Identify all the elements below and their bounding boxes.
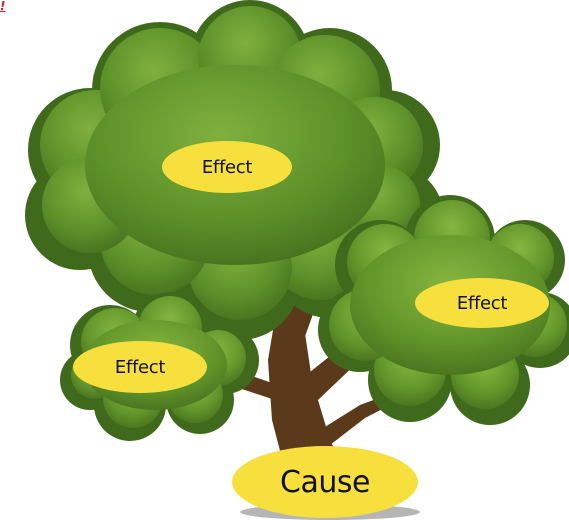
cause-label: Cause	[232, 446, 418, 518]
effect-label-top: Effect	[162, 141, 292, 193]
canopy-top	[25, 0, 443, 340]
effect-label-right: Effect	[415, 278, 549, 328]
canopy-right	[318, 195, 569, 425]
effect-label-left: Effect	[73, 341, 207, 393]
corner-mark: !	[0, 0, 6, 13]
